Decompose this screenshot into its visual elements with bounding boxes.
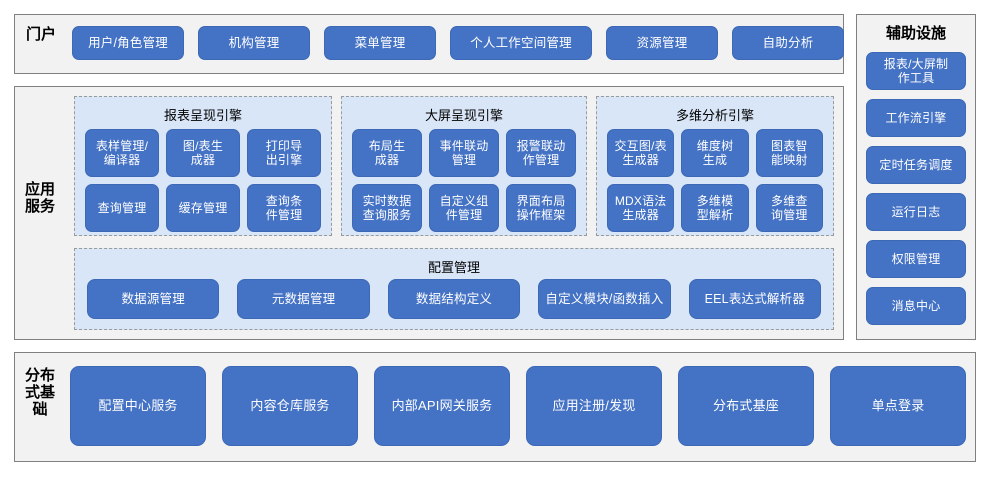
mdx-item-mdx-syntax-generator[interactable]: MDX语法 生成器 [607,184,675,232]
mdx-item-multidimensional-model-parsing[interactable]: 多维模 型解析 [681,184,749,232]
auxiliary-facilities-title: 辅助设施 [885,25,946,42]
portal-item-self-service-analysis[interactable]: 自助分析 [732,26,844,60]
dist-item-single-sign-on[interactable]: 单点登录 [830,366,966,446]
multidimensional-analysis-engine-panel: 多维分析引擎 交互图/表 生成器 维度树 生成 图表智 能映射 MDX语法 生成… [596,96,834,236]
report-rendering-engine-panel: 报表呈现引擎 表样管理/ 编译器 图/表生 成器 打印导 出引擎 查询管理 缓存… [74,96,332,236]
portal-item-personal-workspace-management[interactable]: 个人工作空间管理 [450,26,592,60]
aux-item-workflow-engine[interactable]: 工作流引擎 [866,99,966,137]
portal-item-menu-management[interactable]: 菜单管理 [324,26,436,60]
bigscreen-item-layout-generator[interactable]: 布局生 成器 [352,129,422,177]
mdx-item-dimension-tree-generation[interactable]: 维度树 生成 [681,129,749,177]
config-item-data-structure-definition[interactable]: 数据结构定义 [387,279,521,319]
bigscreen-item-custom-component-management[interactable]: 自定义组 件管理 [429,184,499,232]
report-item-chart-table-generator[interactable]: 图/表生 成器 [166,129,240,177]
report-item-query-management[interactable]: 查询管理 [85,184,159,232]
bigscreen-item-realtime-data-query-service[interactable]: 实时数据 查询服务 [352,184,422,232]
dist-item-content-repository-service[interactable]: 内容仓库服务 [222,366,358,446]
config-item-custom-module-function-insertion[interactable]: 自定义模块/函数插入 [538,279,671,319]
aux-item-report-bigscreen-authoring-tool[interactable]: 报表/大屏制 作工具 [866,52,966,90]
report-item-template-management-compiler[interactable]: 表样管理/ 编译器 [85,129,159,177]
bigscreen-rendering-engine-title: 大屏呈现引擎 [424,108,503,123]
dist-item-distributed-base[interactable]: 分布式基座 [678,366,814,446]
portal-item-resource-management[interactable]: 资源管理 [606,26,718,60]
report-item-query-condition-management[interactable]: 查询条 件管理 [247,184,321,232]
portal-section-label: 门户 [25,26,56,43]
multidimensional-analysis-engine-item-grid: 交互图/表 生成器 维度树 生成 图表智 能映射 MDX语法 生成器 多维模 型… [607,129,823,232]
aux-item-scheduled-task-scheduling[interactable]: 定时任务调度 [866,146,966,184]
aux-item-message-center[interactable]: 消息中心 [866,287,966,325]
mdx-item-chart-smart-mapping[interactable]: 图表智 能映射 [755,129,823,177]
report-item-print-export-engine[interactable]: 打印导 出引擎 [247,129,321,177]
config-item-metadata-management[interactable]: 元数据管理 [237,279,370,319]
dist-item-application-registration-discovery[interactable]: 应用注册/发现 [526,366,662,446]
configuration-management-title: 配置管理 [427,260,480,275]
portal-item-org-management[interactable]: 机构管理 [198,26,310,60]
bigscreen-rendering-engine-panel: 大屏呈现引擎 布局生 成器 事件联动 管理 报警联动 作管理 实时数据 查询服务… [341,96,587,236]
config-item-eel-expression-parser[interactable]: EEL表达式解析器 [688,279,822,319]
aux-item-runtime-log[interactable]: 运行日志 [866,193,966,231]
report-rendering-engine-item-grid: 表样管理/ 编译器 图/表生 成器 打印导 出引擎 查询管理 缓存管理 查询条 … [85,129,321,232]
configuration-management-panel: 配置管理 数据源管理 元数据管理 数据结构定义 自定义模块/函数插入 EEL表达… [74,248,834,330]
distributed-foundation-label: 分布式基础 [24,367,55,418]
report-item-cache-management[interactable]: 缓存管理 [166,184,240,232]
bigscreen-item-ui-layout-operation-framework[interactable]: 界面布局 操作框架 [506,184,576,232]
dist-item-config-center-service[interactable]: 配置中心服务 [70,366,206,446]
portal-item-user-role-management[interactable]: 用户/角色管理 [72,26,184,60]
portal-item-list: 用户/角色管理 机构管理 菜单管理 个人工作空间管理 资源管理 自助分析 [72,26,844,61]
bigscreen-rendering-engine-item-grid: 布局生 成器 事件联动 管理 报警联动 作管理 实时数据 查询服务 自定义组 件… [352,129,576,232]
multidimensional-analysis-engine-title: 多维分析引擎 [675,108,754,123]
config-item-datasource-management[interactable]: 数据源管理 [87,279,220,319]
application-services-label: 应用服务 [24,181,55,215]
mdx-item-interactive-chart-table-generator[interactable]: 交互图/表 生成器 [607,129,675,177]
mdx-item-multidimensional-query-management[interactable]: 多维查 询管理 [755,184,823,232]
configuration-management-item-list: 数据源管理 元数据管理 数据结构定义 自定义模块/函数插入 EEL表达式解析器 [87,279,822,319]
aux-item-permission-management[interactable]: 权限管理 [866,240,966,278]
report-rendering-engine-title: 报表呈现引擎 [163,108,242,123]
bigscreen-item-alarm-linkage-action-management[interactable]: 报警联动 作管理 [506,129,576,177]
distributed-foundation-item-list: 配置中心服务 内容仓库服务 内部API网关服务 应用注册/发现 分布式基座 单点… [70,366,966,446]
auxiliary-facilities-item-list: 报表/大屏制 作工具 工作流引擎 定时任务调度 运行日志 权限管理 消息中心 [866,52,966,325]
dist-item-internal-api-gateway-service[interactable]: 内部API网关服务 [374,366,510,446]
bigscreen-item-event-linkage-management[interactable]: 事件联动 管理 [429,129,499,177]
